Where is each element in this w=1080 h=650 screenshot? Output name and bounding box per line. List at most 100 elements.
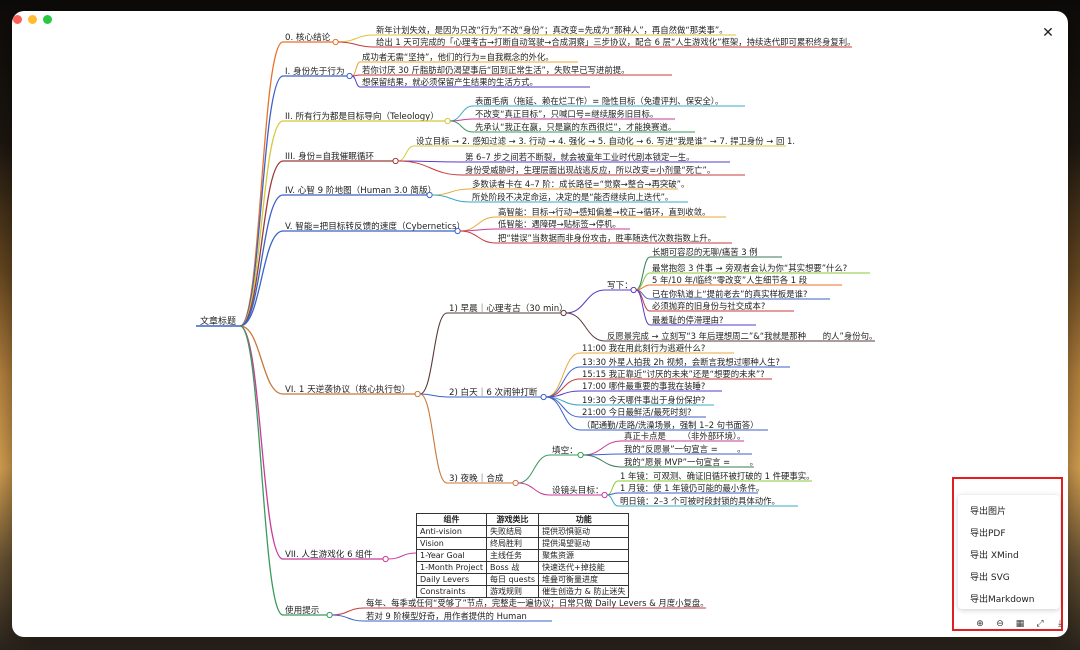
leaf-node[interactable]: 身份受威胁时，生理层面出现战逃反应，所以改变=小剂量“死亡”。 [465,165,715,175]
branch-node[interactable]: I. 身份先于行为 [285,65,345,77]
connector-line [431,194,471,203]
subbranch-node[interactable]: 2) 白天｜6 次闹钟打断 [449,386,538,398]
leaf-node[interactable]: 若你讨厌 30 斤脂肪却仍渴望事后“回到正常生活”，失败早已写进前提。 [362,65,630,75]
leaf-node[interactable]: 我的“愿景 MVP”一句宣言 = ____。 [624,457,758,467]
leaf-node[interactable]: （配通勤/走路/洗澡场景，强制 1–2 句书面答） [582,420,759,430]
leaf-node[interactable]: 低智能：遇障碍→贴标签→停机。 [498,219,621,229]
subbranch-node[interactable]: 1) 早晨｜心理考古（30 min） [449,302,568,314]
collapse-toggle[interactable] [346,72,353,80]
root-node[interactable]: 文章标题 [200,315,236,327]
leaf-node[interactable]: 我的“反愿景”一句宣言 = ____。 [624,444,746,454]
leaf-node[interactable]: 1 月镜：使 1 年镜仍可能的最小条件。 [620,483,764,493]
group-node[interactable]: 设镜头目标： [552,484,604,496]
connector-line [351,61,361,77]
close-icon[interactable]: ✕ [1042,25,1054,41]
collapse-toggle[interactable] [326,611,333,619]
leaf-node[interactable]: 19:30 今天哪件事出于身份保护? [582,395,705,405]
collapse-toggle[interactable] [601,491,608,499]
leaf-node[interactable]: 明日镜：2–3 个可被时段封锁的具体动作。 [620,496,780,506]
connector-line [397,160,464,176]
export-pdf-item[interactable]: 导出PDF [970,529,1006,539]
branch-node[interactable]: 0. 核心结论 [285,31,331,43]
leaf-node[interactable]: 设立目标 → 2. 感知过滤 → 3. 行动 → 4. 强化 → 5. 自动化 … [416,136,795,146]
leaf-node[interactable]: 11:00 我在用此刻行为逃避什么? [582,343,705,353]
leaf-node[interactable]: 最常抱怨 3 件事 → 旁观者会认为你“其实想要”什么? [652,263,847,273]
branch-node[interactable]: 使用提示 [285,604,320,616]
leaf-node[interactable]: 长期可容忍的无聊/痛苦 3 例 [652,247,758,257]
table-cell: 每日 quests [485,573,540,586]
leaf-node[interactable]: 13:30 外星人拍我 2h 视频，会断言我想过哪种人生? [582,357,780,367]
leaf-node[interactable]: 21:00 今日最鲜活/最死时刻? [582,407,691,417]
collapse-toggle[interactable] [332,38,339,46]
leaf-node[interactable]: 若对 9 阶模型好奇，用作者提供的 Human [366,611,527,621]
group-node[interactable]: 写下： [607,280,633,291]
collapse-toggle[interactable] [392,157,399,165]
connector-line [331,607,365,616]
zoom-out-icon[interactable]: ⊖ [996,619,1004,629]
leaf-node[interactable]: 已在你轨道上“提前老去”的真实样板是谁? [652,289,808,299]
connector-line [582,454,623,468]
leaf-node[interactable]: 5 年/10 年/临终“零改变”人生细节各 1 段 [652,275,808,285]
collapse-toggle[interactable] [454,227,461,235]
maximize-window-dot[interactable] [43,15,52,24]
branch-node[interactable]: V. 智能=把目标转反馈的速度（Cybernetics） [285,220,465,232]
branch-node[interactable]: VI. 1 天逆袭协议（核心执行包） [285,383,410,395]
connector-line [419,312,448,395]
export-menu: 导出图片 导出PDF 导出 XMind 导出 SVG 导出Markdown [958,495,1060,609]
collapse-toggle[interactable] [577,451,584,459]
subbranch-node[interactable]: 3) 夜晚｜合成 [449,472,504,484]
export-markdown-item[interactable]: 导出Markdown [970,595,1035,605]
leaf-node[interactable]: 把“错误”当数据而非身份攻击，胜率随迭代次数指数上升。 [498,233,716,243]
collapse-toggle[interactable] [426,191,433,199]
connector-line [459,230,497,244]
collapse-toggle[interactable] [414,390,421,398]
leaf-node[interactable]: 想保留结果，就必须保留产生结果的生活方式。 [362,77,538,87]
collapse-toggle[interactable] [630,286,637,294]
leaf-node[interactable]: 表面毛病（拖延、赖在烂工作）= 隐性目标（免遭评判、保安全）。 [475,96,723,106]
leaf-node[interactable]: 第 6–7 步之间若不断裂，就会被童年工业时代剧本锁定一生。 [465,152,695,162]
leaf-node[interactable]: 1 年镜：可观测、确证旧循环被打破的 1 件硬事实。 [620,471,815,481]
branch-node[interactable]: II. 所有行为都是目标导向（Teleology） [285,110,439,122]
leaf-node[interactable]: 必须抛弃的旧身份与社交成本? [652,301,765,311]
table-cell: 失败结局 [485,525,540,538]
zoom-in-icon[interactable]: ⊕ [976,619,984,629]
leaf-node[interactable]: 给出 1 天可完成的「心理考古→打断自动驾驶→合成洞察」三步协议，配合 6 层“… [376,37,856,47]
table-cell: 终局胜利 [485,537,540,550]
table-cell: Vision [416,537,487,550]
leaf-node[interactable]: 15:15 我正靠近“讨厌的未来”还是“想要的未来”? [582,369,765,379]
connector-line [239,230,284,327]
leaf-node[interactable]: 17:00 哪件最重要的事我在装睡? [582,381,705,391]
group-node[interactable]: 填空： [552,444,578,456]
branch-node[interactable]: VII. 人生游戏化 6 组件 [285,548,373,560]
connector-line [606,494,619,507]
branch-node[interactable]: III. 身份=自我催眠循环 [285,150,374,162]
collapse-toggle[interactable] [560,309,567,317]
table-cell: 快速迭代+掉技能 [538,561,630,574]
collapse-toggle[interactable] [444,117,451,125]
leaf-node[interactable]: 所处阶段不决定命运，决定的是“能否继续向上迭代”。 [472,192,673,202]
collapse-toggle[interactable] [540,393,547,401]
minimize-window-dot[interactable] [28,15,37,24]
leaf-node[interactable]: 真正卡点是____（非外部环境）。 [624,431,745,441]
export-svg-item[interactable]: 导出 SVG [970,573,1010,583]
close-window-dot[interactable] [13,15,22,24]
export-xmind-item[interactable]: 导出 XMind [970,551,1019,561]
leaf-node[interactable]: 先承认“我正在赢，只是赢的东西很烂”，才能换赛道。 [475,122,676,132]
branch-node[interactable]: IV. 心智 9 阶地图（Human 3.0 简版） [285,184,436,196]
leaf-node[interactable]: 新年计划失效，是因为只改“行为”不改“身份”；真改变=先成为“那种人”，再自然做… [376,25,728,35]
leaf-node[interactable]: 高智能：目标→行动→感知偏差→校正→循环，直到收敛。 [498,207,710,217]
leaf-node[interactable]: 不改变“真正目标”，只喊口号=继续服务旧目标。 [475,109,658,119]
fit-view-icon[interactable]: ▦ [1015,619,1025,629]
export-image-item[interactable]: 导出图片 [970,507,1007,517]
collapse-toggle[interactable] [382,555,389,563]
download-icon[interactable]: ⤓ [1058,619,1062,629]
collapse-toggle[interactable] [512,479,519,487]
leaf-node[interactable]: 反愿景完成 → 立刻写“3 年后理想周二”&“我就是那种____的人”身份句。 [607,331,877,341]
leaf-node[interactable]: 多数读者卡在 4–7 阶：成长路径=“觉察→整合→再突破”。 [472,179,689,189]
leaf-node[interactable]: 成功者无需“坚持”，他们的行为=自我概念的外化。 [362,52,554,62]
leaf-node[interactable]: 最羞耻的停滞理由? [652,315,723,325]
connector-line [387,552,417,560]
fullscreen-icon[interactable]: ⤢ [1036,619,1044,629]
leaf-node[interactable]: 每年、每季或任何“受够了”节点，完整走一遍协议；日常只做 Daily Lever… [366,598,709,608]
